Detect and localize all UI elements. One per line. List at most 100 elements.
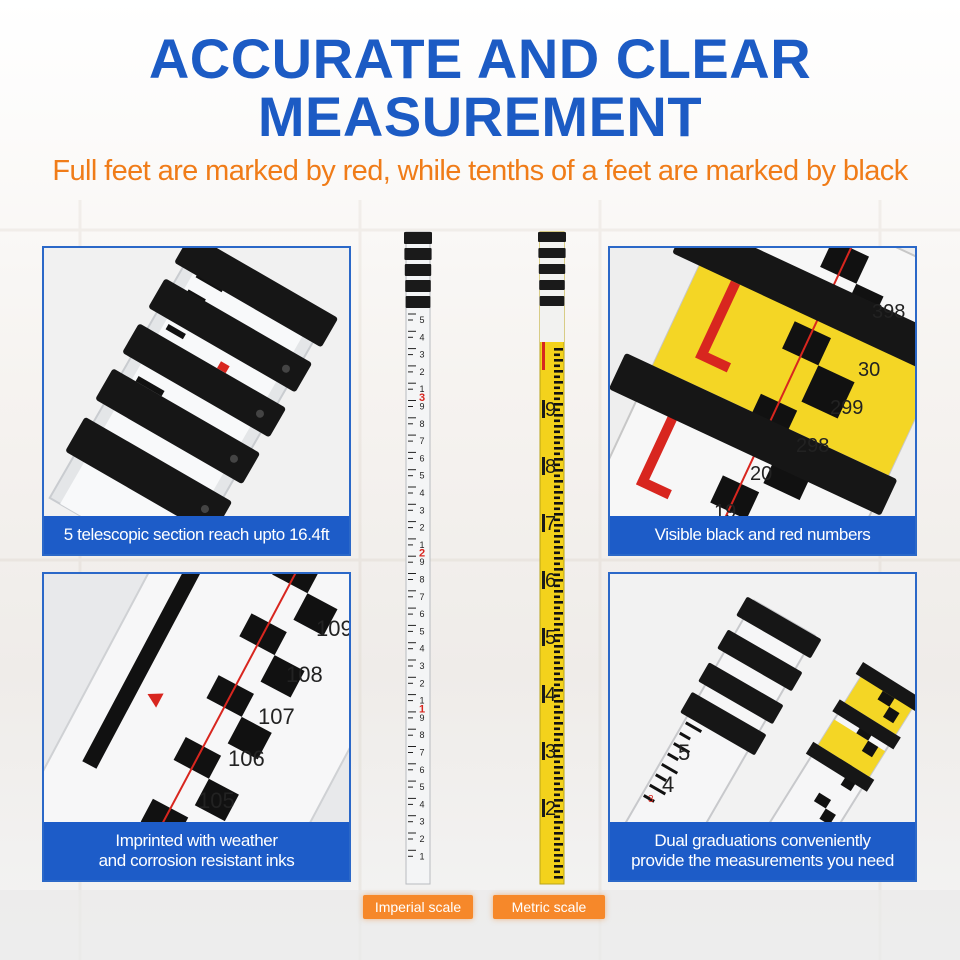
rod-tick (554, 485, 560, 489)
imperial-scale-badge: Imperial scale (363, 895, 473, 919)
rod-tick (554, 370, 563, 373)
rod-digit: 1 (419, 851, 424, 861)
rod-tick (554, 738, 560, 742)
rod-digit: 4 (419, 332, 424, 342)
rod-number-label: 4 (662, 772, 674, 797)
rod-tick (554, 716, 560, 720)
rod-digit: 8 (545, 456, 556, 478)
rod-digit: 2 (545, 798, 556, 820)
rod-tick (554, 733, 563, 736)
rod-tick (554, 386, 560, 390)
rod-tick (554, 573, 560, 577)
rod-tick (554, 579, 563, 582)
rod-tick (554, 414, 563, 417)
rod-digit: 9 (545, 399, 556, 421)
rod-number-label: 5 (678, 740, 690, 765)
rod-digit: 2 (419, 834, 424, 844)
rod-tick (554, 381, 563, 384)
rod-mark (542, 799, 545, 817)
rod-tick (554, 771, 560, 775)
rod-tick (554, 546, 563, 549)
rod-digit: 7 (419, 436, 424, 446)
rod-tick (554, 672, 560, 676)
caption-line-2: and corrosion resistant inks (98, 851, 295, 870)
rod-tick (554, 557, 563, 560)
rod-tick (554, 755, 563, 758)
rod-number-label: 105 (198, 788, 235, 813)
rod-foot-digit: 2 (419, 548, 425, 560)
rod-tick (554, 436, 563, 439)
metric-scale-badge: Metric scale (493, 895, 605, 919)
rod-tick (554, 876, 563, 879)
panel-caption: Visible black and red numbers (610, 516, 915, 554)
rod-tick (554, 810, 563, 813)
rod-digit: 5 (545, 627, 556, 649)
rod-digit: 3 (419, 350, 424, 360)
rod-tick (554, 359, 563, 362)
rod-tick (554, 727, 560, 731)
page-subtitle: Full feet are marked by red, while tenth… (52, 155, 908, 187)
panel-caption: Imprinted with weather and corrosion res… (44, 822, 349, 880)
rod-tick (554, 749, 560, 753)
rod-digit: 7 (545, 513, 556, 535)
rod-tick (554, 700, 563, 703)
rod-tick (554, 518, 560, 522)
rod-collar (538, 232, 566, 242)
rod-tick (554, 441, 560, 445)
rod-tick (554, 491, 563, 494)
rod-digit: 6 (419, 453, 424, 463)
rod-tick (554, 804, 560, 808)
rod-tick (554, 480, 563, 483)
rod-tick (554, 474, 560, 478)
rod-digit: 2 (419, 678, 424, 688)
rod-tick (554, 826, 560, 830)
rod-tick (554, 848, 560, 852)
rod-number-label: 30 (858, 359, 880, 381)
rod-number-label: 3 (648, 794, 654, 805)
feature-panel-dual-graduations: 5 4 3 Dual graduations conveniently prov… (608, 572, 917, 882)
rod-mark (542, 628, 545, 646)
rod-digit: 2 (419, 367, 424, 377)
rod-tick (554, 375, 560, 379)
rod-digit: 4 (419, 488, 424, 498)
rod-mark (542, 742, 545, 760)
rod-tick (554, 821, 563, 824)
rod-tick (554, 529, 560, 533)
rod-tick (554, 458, 563, 461)
rod-tick (554, 656, 563, 659)
rod-tick (554, 678, 563, 681)
rod-tick (554, 661, 560, 665)
rod-tick (554, 562, 560, 566)
panel-caption: 5 telescopic section reach upto 16.4ft (44, 516, 349, 554)
rod-tick (554, 705, 560, 709)
rod-mark (542, 457, 545, 475)
rod-tick (554, 870, 560, 874)
rod-tick (554, 601, 563, 604)
rod-tick (554, 463, 560, 467)
rod-tick (554, 507, 560, 511)
caption-line-1: Dual graduations conveniently (654, 831, 871, 850)
rod-tick (554, 667, 563, 670)
telescopic-sections-photo (44, 248, 349, 554)
rod-tick (554, 722, 563, 725)
rod-collar (404, 232, 432, 244)
rod-digit: 4 (419, 644, 424, 654)
rod-digit: 3 (419, 817, 424, 827)
rod-tick (554, 628, 560, 632)
rod-tick (554, 650, 560, 654)
rod-digit: 6 (545, 570, 556, 592)
rod-tick (554, 793, 560, 797)
rod-tick (554, 392, 563, 395)
title-line-1: ACCURATE AND CLEAR (148, 27, 812, 90)
rod-tick (554, 496, 560, 500)
rod-tick (554, 617, 560, 621)
rod-red-mark (542, 342, 545, 370)
rod-tick (554, 639, 560, 643)
rod-tick (554, 782, 560, 786)
title-line-2: MEASUREMENT (257, 85, 703, 148)
rod-digit: 3 (545, 741, 556, 763)
rod-tick (554, 590, 563, 593)
rod-tick (554, 419, 560, 423)
rod-tick (554, 634, 563, 637)
